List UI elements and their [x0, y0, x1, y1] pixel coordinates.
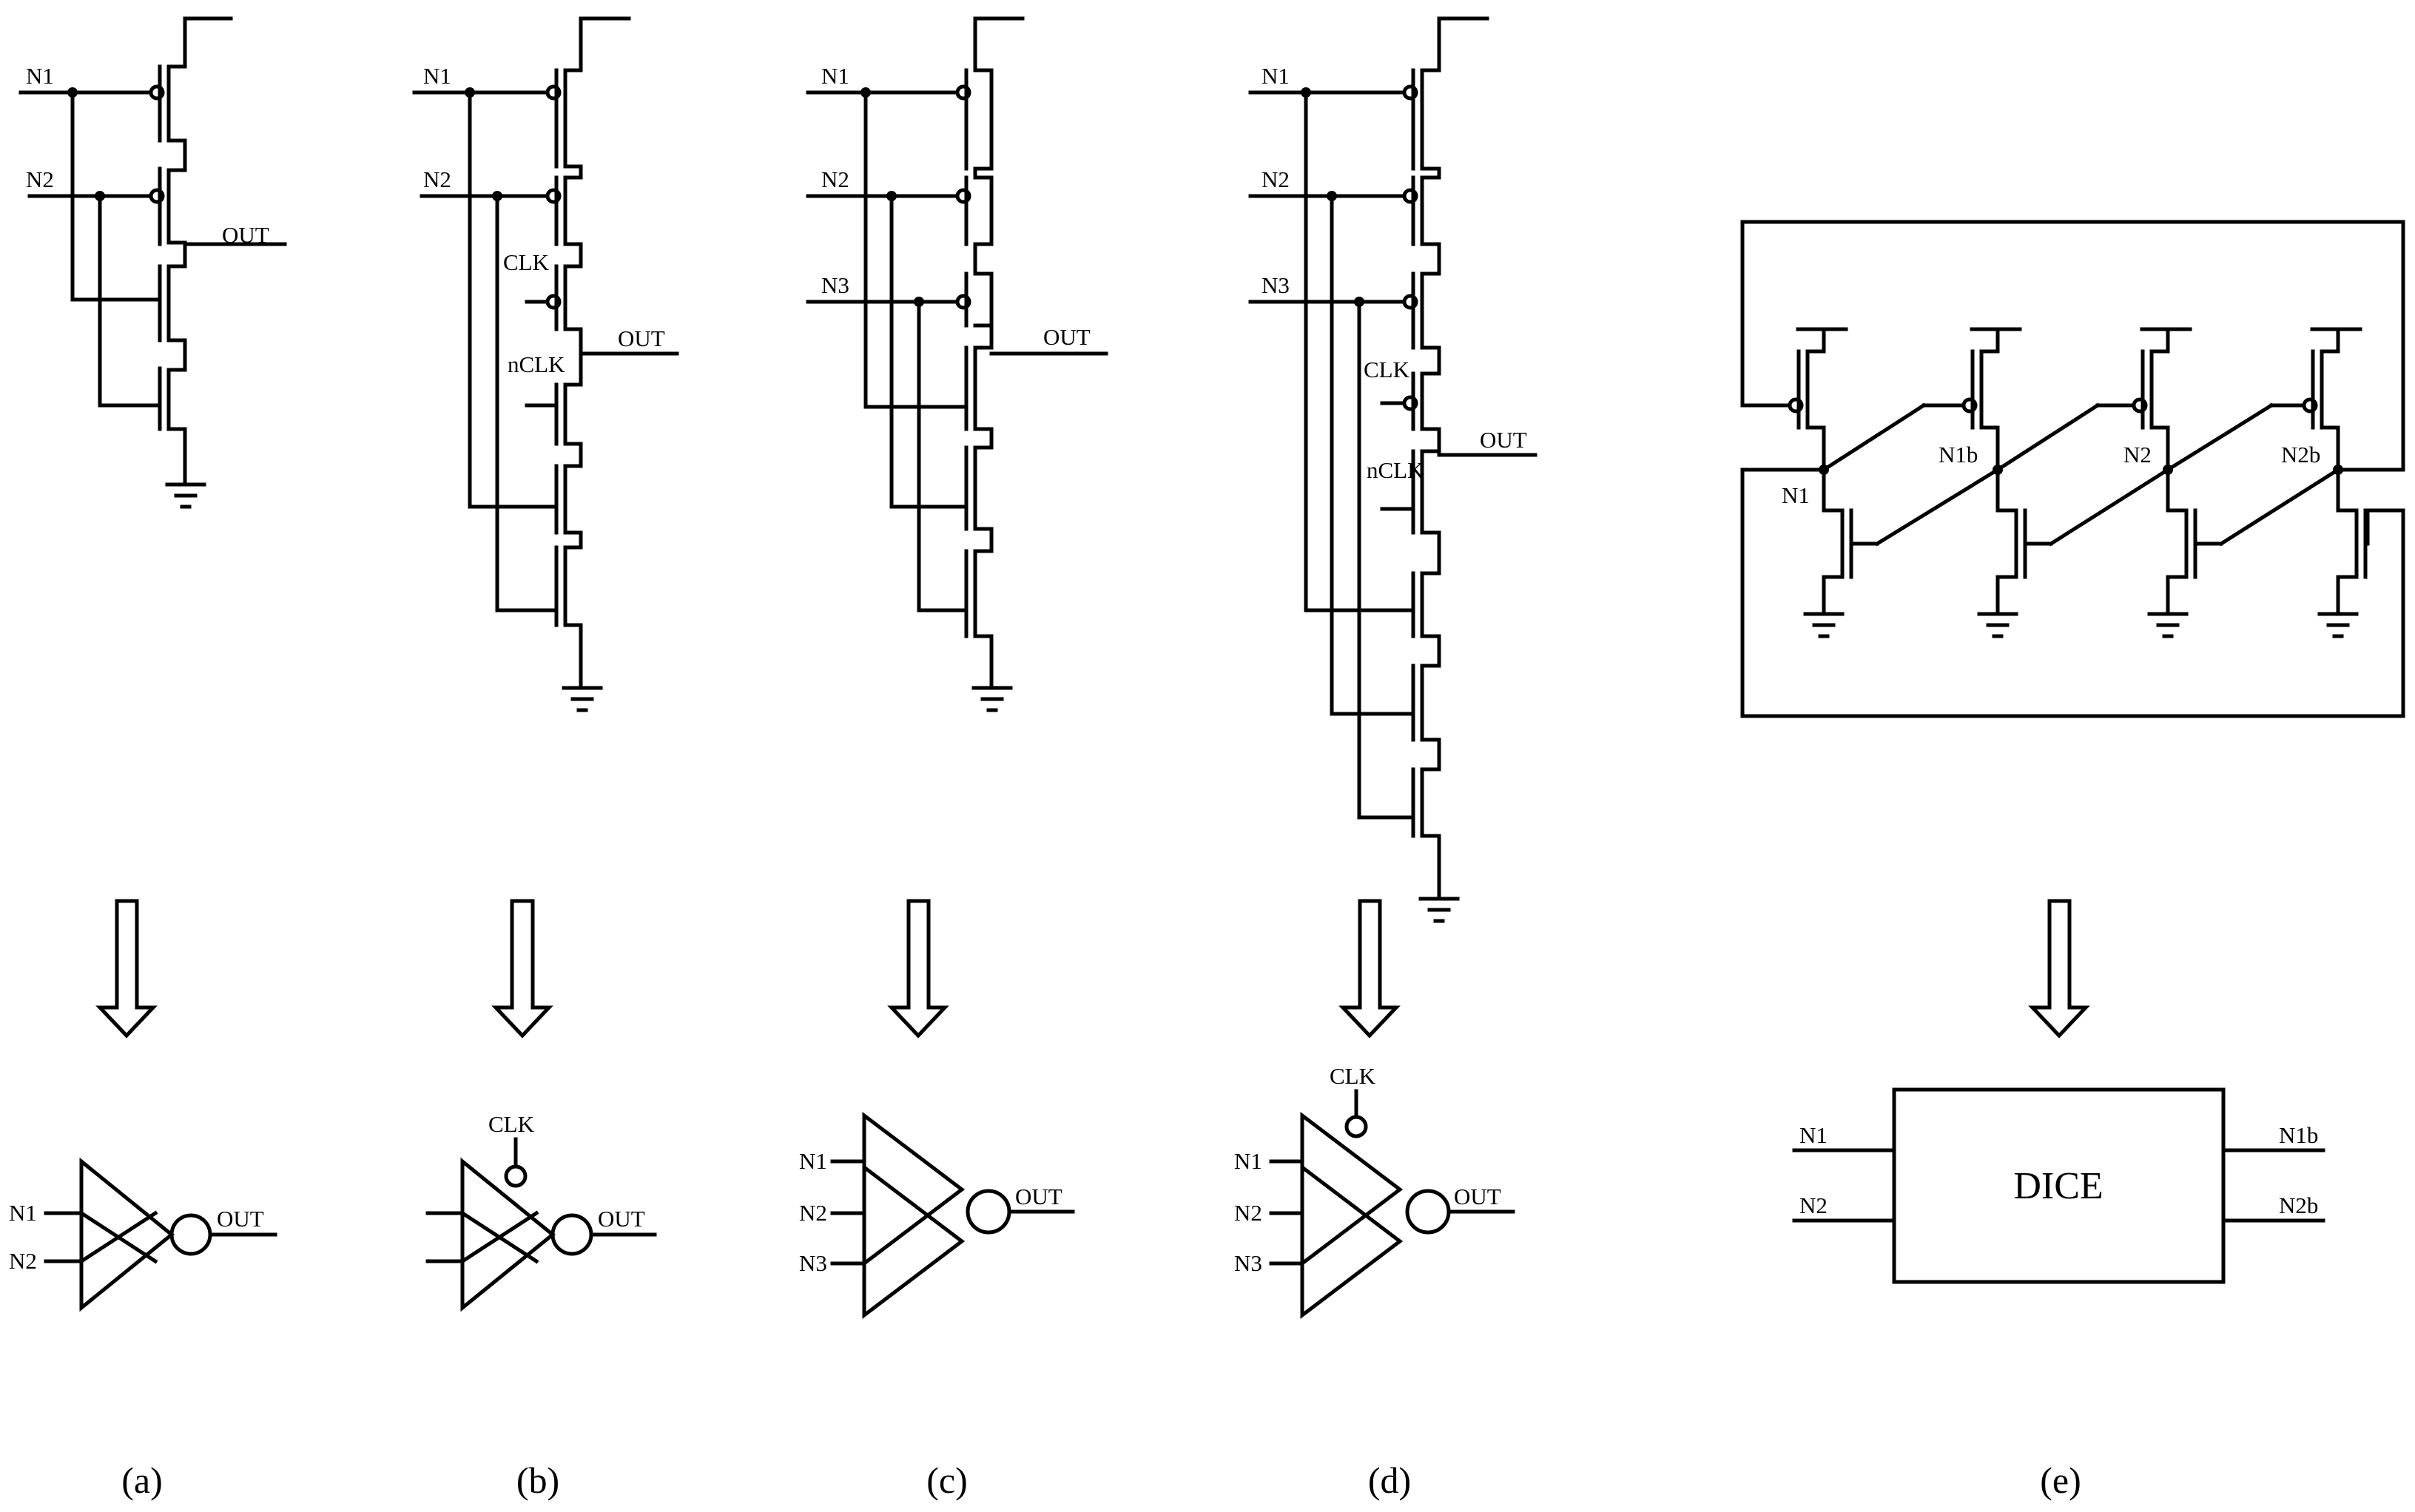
symbol-b: CLK OUT	[425, 1111, 657, 1312]
label-clk: CLK	[1330, 1063, 1376, 1089]
label-n2: N2	[1262, 166, 1290, 192]
label-n2: N2	[2123, 442, 2152, 468]
label-n1: N1	[1262, 63, 1290, 89]
caption-d: (d)	[1368, 1459, 1411, 1501]
down-arrow-icon	[1338, 899, 1401, 1039]
label-clk: CLK	[488, 1111, 535, 1137]
label-n2: N2	[1799, 1192, 1828, 1218]
circuit-e-transistor: N1 N1b N2 N2b	[1740, 220, 2405, 718]
caption-a: (a)	[121, 1459, 163, 1501]
label-n2: N2	[423, 166, 451, 192]
label-out: OUT	[618, 325, 665, 351]
label-n2: N2	[1234, 1200, 1262, 1226]
symbol-d: CLK N1 N2 N3 OUT	[1234, 1063, 1515, 1320]
label-n1: N1	[9, 1200, 37, 1226]
label-n3: N3	[821, 272, 849, 298]
label-n2: N2	[821, 166, 849, 192]
label-n2: N2	[799, 1200, 827, 1226]
label-n3: N3	[799, 1250, 827, 1276]
circuit-c-transistor: N1 N2 N3 OUT	[806, 16, 1108, 712]
label-n2b: N2b	[2281, 442, 2320, 468]
label-out: OUT	[217, 1206, 264, 1232]
label-clk: CLK	[1364, 357, 1410, 382]
captions: (a) (b) (c) (d) (e)	[121, 1459, 2081, 1501]
label-out: OUT	[1015, 1184, 1062, 1209]
label-n1: N1	[1234, 1148, 1262, 1174]
label-out: OUT	[222, 222, 269, 248]
label-n1b: N1b	[1939, 442, 1978, 468]
down-arrow-icon	[2028, 899, 2090, 1039]
block-title: DICE	[2013, 1165, 2103, 1207]
label-n1b: N1b	[2279, 1122, 2318, 1148]
label-nclk: nCLK	[508, 351, 565, 377]
caption-b: (b)	[516, 1459, 559, 1501]
circuit-d-transistor: N1 N2 N3 CLK nCLK OUT	[1248, 16, 1537, 923]
label-n1: N1	[26, 63, 54, 89]
label-n1: N1	[799, 1148, 827, 1174]
label-n1: N1	[1799, 1122, 1828, 1148]
label-n1: N1	[423, 63, 451, 89]
label-n1: N1	[821, 63, 849, 89]
caption-c: (c)	[926, 1459, 968, 1501]
arrows	[95, 899, 2090, 1039]
circuit-a-transistor: N1 N2 OUT	[18, 16, 287, 509]
label-n3: N3	[1234, 1250, 1262, 1276]
down-arrow-icon	[887, 899, 949, 1039]
label-out: OUT	[1480, 427, 1527, 453]
circuit-b-transistor: N1 N2 CLK nCLK OUT	[412, 16, 679, 712]
symbol-a: N1 N2 OUT	[9, 1157, 277, 1312]
label-n3: N3	[1262, 272, 1290, 298]
label-n1: N1	[1782, 482, 1810, 508]
label-n2b: N2b	[2279, 1192, 2318, 1218]
caption-e: (e)	[2040, 1459, 2081, 1501]
label-out: OUT	[598, 1206, 645, 1232]
label-n2: N2	[9, 1248, 37, 1274]
label-out: OUT	[1043, 324, 1091, 350]
label-clk: CLK	[503, 249, 550, 275]
symbol-e-dice-block: DICE N1 N2 N1b N2b	[1792, 1087, 2325, 1284]
down-arrow-icon	[95, 899, 158, 1039]
label-out: OUT	[1454, 1184, 1501, 1209]
label-n2: N2	[26, 166, 54, 192]
symbol-c: N1 N2 N3 OUT	[799, 1111, 1075, 1320]
down-arrow-icon	[491, 899, 553, 1039]
label-nclk: nCLK	[1367, 457, 1424, 483]
